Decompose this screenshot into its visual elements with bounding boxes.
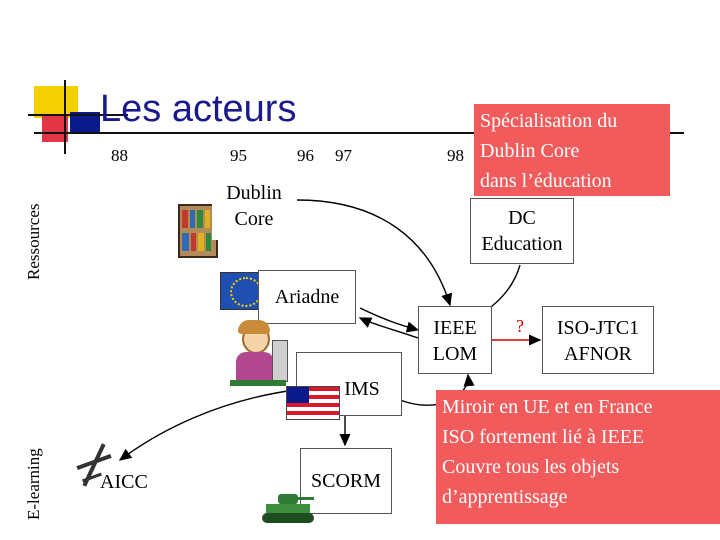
specialisation-note: Spécialisation du Dublin Core dans l’édu… — [474, 104, 670, 196]
arrow-ieee-ariadne — [358, 317, 419, 339]
year-88: 88 — [111, 146, 128, 165]
year-98: 98 — [447, 146, 464, 165]
aicc-label: AICC — [100, 471, 148, 493]
slide-title: Les acteurs — [100, 88, 297, 130]
dublin-core-box: Dublin Core — [212, 180, 296, 240]
arrow-dc-to-ieee — [296, 199, 453, 307]
tank-icon — [262, 494, 318, 524]
year-95: 95 — [230, 146, 247, 165]
title-decoration — [28, 80, 128, 154]
question-mark: ? — [516, 316, 524, 336]
title-underline — [34, 132, 684, 134]
us-flag-icon — [286, 386, 340, 420]
dc-education-box: DC Education — [470, 198, 574, 264]
person-at-computer-icon — [228, 318, 288, 388]
arrow-ariadne-ieee — [359, 307, 420, 333]
arrow-ims-aicc — [118, 389, 296, 461]
scorm-box: SCORM — [300, 448, 392, 514]
bookshelf-icon — [178, 204, 218, 258]
miroir-note: Miroir en UE et en France ISO fortement … — [436, 390, 720, 524]
ieee-lom-box: IEEE LOM — [418, 306, 492, 374]
year-97: 97 — [335, 146, 352, 165]
year-96: 96 — [297, 146, 314, 165]
ims-box: IMS — [296, 352, 402, 416]
ariadne-box: Ariadne — [258, 270, 356, 324]
iso-afnor-box: ISO-JTC1 AFNOR — [542, 306, 654, 374]
